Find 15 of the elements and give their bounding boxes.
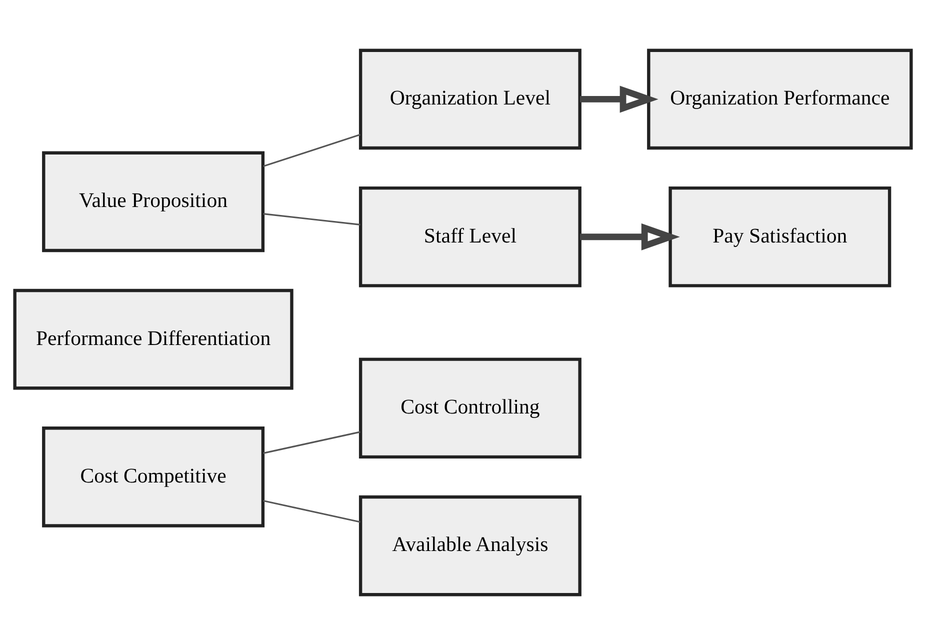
node-box: Organization Performance xyxy=(647,48,913,150)
node-box: Staff Level xyxy=(358,186,582,287)
node-box: Pay Satisfaction xyxy=(668,186,892,287)
node-box: Available Analysis xyxy=(358,494,582,596)
connector xyxy=(263,499,360,522)
arrow xyxy=(580,85,658,112)
node-box: Performance Differentiation xyxy=(13,288,294,390)
arrow xyxy=(580,222,680,250)
connector xyxy=(263,212,360,225)
connector xyxy=(263,430,360,454)
connector xyxy=(263,133,360,167)
node-box: Cost Competitive xyxy=(42,426,265,527)
node-box: Value Proposition xyxy=(42,150,265,252)
node-box: Cost Controlling xyxy=(358,357,582,458)
node-box: Organization Level xyxy=(358,48,582,150)
